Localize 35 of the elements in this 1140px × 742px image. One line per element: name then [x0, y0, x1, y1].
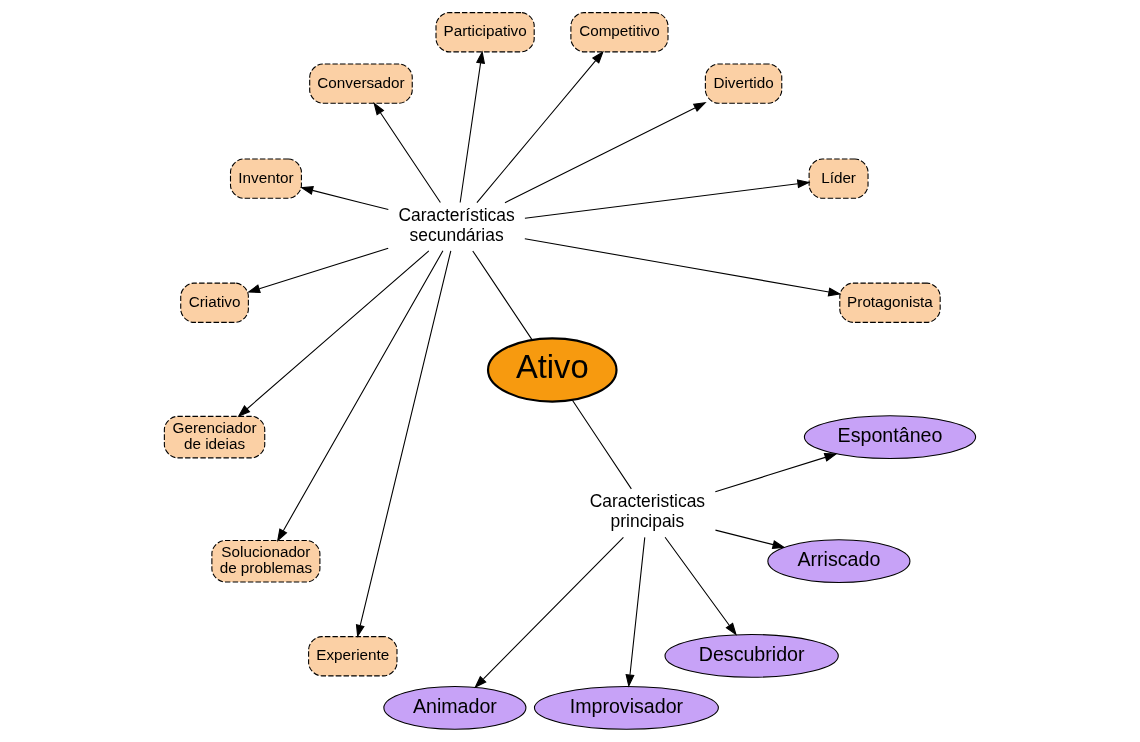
node-box: Criativo: [180, 282, 249, 323]
node-ellipse: Ativo: [486, 337, 618, 403]
arrow: [276, 250, 444, 542]
node-box: Gerenciador de ideias: [163, 415, 266, 459]
node-ellipse: Descubridor: [664, 633, 839, 678]
connector: [472, 250, 533, 341]
arrow: [504, 102, 707, 204]
node-box: Líder: [808, 158, 869, 199]
arrow: [247, 247, 389, 293]
arrow: [524, 238, 842, 297]
node-ellipse: Animador: [383, 685, 527, 730]
node-box: Divertido: [704, 63, 783, 104]
node-box: Conversador: [309, 63, 413, 104]
node-box: Experiente: [308, 636, 398, 677]
node-box: Competitivo: [570, 12, 669, 53]
node-ellipse: Improvisador: [533, 685, 719, 730]
arrow: [714, 529, 786, 549]
arrow: [237, 250, 430, 418]
node-box: Inventor: [229, 158, 302, 199]
arrow: [625, 536, 646, 688]
node-box: Solucionador de problemas: [211, 539, 321, 583]
connector: [571, 399, 632, 490]
node-box: Participativo: [435, 12, 535, 53]
arrow: [373, 102, 441, 204]
arrow: [300, 186, 389, 211]
arrow: [474, 536, 624, 689]
node-text: Caracteristicas principais: [589, 491, 706, 532]
arrow: [355, 250, 452, 638]
node-box: Protagonista: [839, 282, 941, 323]
arrow: [714, 453, 838, 493]
arrow: [664, 536, 737, 636]
node-text: Características secundárias: [398, 205, 515, 245]
arrow: [476, 50, 604, 204]
arrow: [524, 179, 811, 219]
arrow: [459, 50, 486, 204]
